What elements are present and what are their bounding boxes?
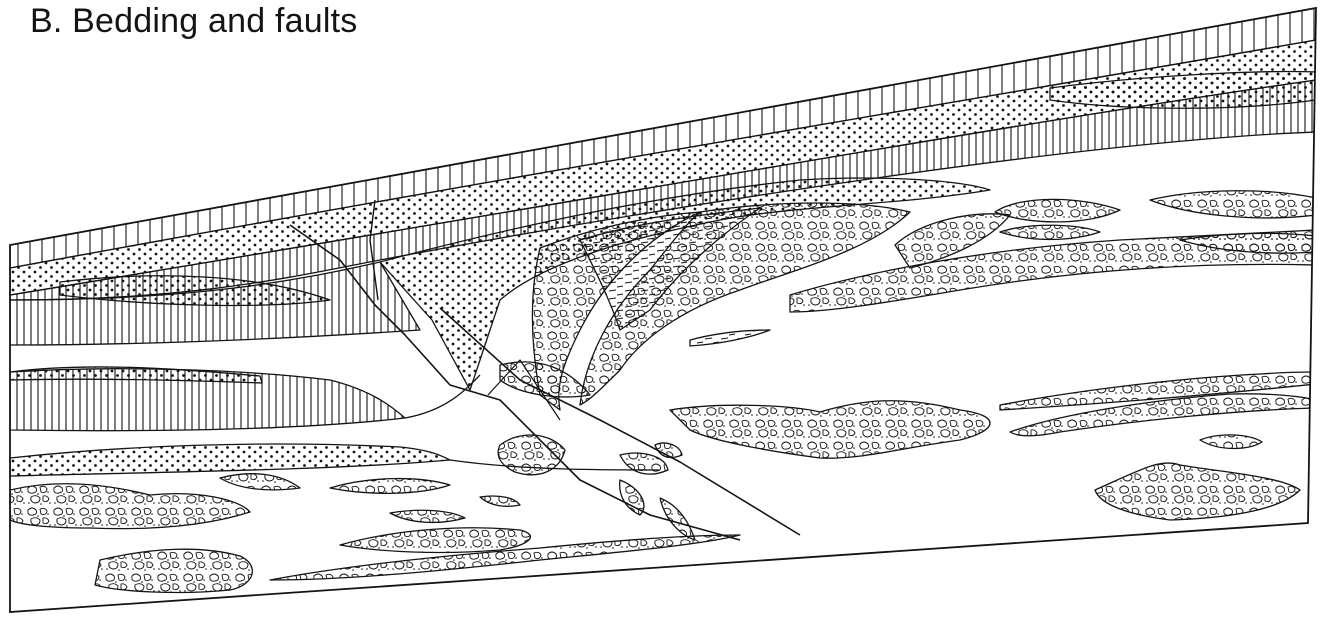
conglomerate-lens-upper-right bbox=[995, 199, 1120, 222]
conglomerate-lens-lower-left bbox=[10, 484, 250, 529]
conglomerate-lens-f bbox=[1200, 435, 1262, 449]
conglomerate-lens-lower-mid-2 bbox=[330, 479, 450, 494]
conglomerate-lens-thin bbox=[690, 330, 770, 346]
conglomerate-lens-lower-center-2 bbox=[390, 510, 465, 522]
conglomerate-lens-lower-left-2 bbox=[95, 549, 252, 592]
conglomerate-lens-b bbox=[670, 401, 990, 459]
conglomerate-lens-lower-mid bbox=[220, 474, 300, 490]
conglomerate-lens-small-mid bbox=[620, 453, 668, 474]
conglomerate-lens-e bbox=[1095, 463, 1300, 520]
conglomerate-lens-far-right bbox=[1150, 191, 1316, 218]
conglomerate-lens-lower-center-5 bbox=[480, 496, 520, 506]
lower-dotted-bed bbox=[10, 444, 450, 476]
conglomerate-lens-lower-mid-3 bbox=[340, 528, 530, 553]
conglomerate-lens-small-right bbox=[1000, 225, 1100, 239]
